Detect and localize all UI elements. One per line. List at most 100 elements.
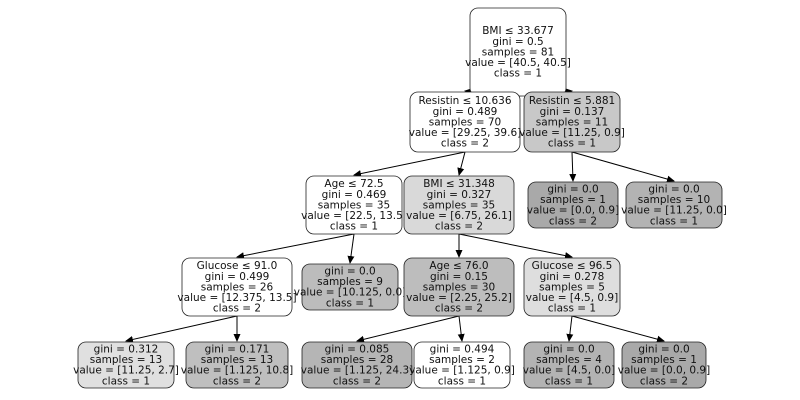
- node-line: class = 2: [640, 375, 688, 387]
- node-box: [403, 257, 515, 317]
- node-line: class = 2: [435, 221, 483, 233]
- node-box: [523, 257, 621, 317]
- node-box: [301, 341, 413, 389]
- node-line: samples = 1: [540, 194, 606, 206]
- node-line: Age ≤ 76.0: [429, 260, 488, 272]
- edge-n2-n5: [569, 151, 577, 182]
- node-line: value = [1.125, 10.8]: [181, 365, 293, 377]
- node-line: samples = 35: [318, 199, 390, 211]
- node-line: gini = 0.0: [547, 183, 598, 195]
- node-line: samples = 70: [429, 116, 501, 128]
- node-line: value = [10.125, 0.0]: [294, 287, 406, 299]
- node-line: samples = 1: [631, 354, 697, 366]
- node-line: gini = 0.494: [430, 343, 495, 355]
- node-line: gini = 0.0: [324, 265, 375, 277]
- node-line: samples = 13: [201, 354, 273, 366]
- node-line: class = 1: [545, 375, 593, 387]
- edge-n1-n4: [457, 151, 466, 176]
- edge-n1-n3: [353, 151, 466, 178]
- node-line: class = 1: [102, 375, 150, 387]
- node-line: samples = 5: [539, 281, 605, 293]
- node-line: class = 1: [548, 138, 596, 150]
- node-line: Resistin ≤ 10.636: [418, 95, 511, 107]
- node-line: class = 1: [330, 221, 378, 233]
- node-line: class = 2: [549, 215, 597, 227]
- node-box: [77, 341, 175, 389]
- node-line: samples = 30: [423, 281, 495, 293]
- node-line: samples = 9: [317, 276, 383, 288]
- node-line: gini = 0.5: [492, 36, 543, 48]
- node-line: gini = 0.489: [433, 106, 498, 118]
- node-box: [301, 263, 399, 311]
- node-line: class = 2: [333, 375, 381, 387]
- node-line: samples = 10: [638, 194, 710, 206]
- node-line: BMI ≤ 31.348: [423, 178, 495, 190]
- node-line: Resistin ≤ 5.881: [529, 95, 615, 107]
- node-line: gini = 0.499: [205, 271, 270, 283]
- node-line: value = [40.5, 40.5]: [465, 57, 571, 69]
- node-line: class = 2: [441, 138, 489, 150]
- node-line: gini = 0.085: [325, 343, 390, 355]
- node-box: [527, 181, 619, 229]
- edge-n10-n16: [571, 315, 665, 343]
- node-line: class = 1: [548, 303, 596, 315]
- node-line: gini = 0.469: [322, 189, 387, 201]
- node-line: value = [12.375, 13.5]: [177, 292, 296, 304]
- node-line: gini = 0.171: [205, 343, 270, 355]
- node-line: class = 1: [326, 297, 374, 309]
- node-line: class = 1: [650, 215, 698, 227]
- node-line: gini = 0.278: [540, 271, 605, 283]
- node-line: samples = 2: [429, 354, 495, 366]
- node-line: value = [6.75, 26.1]: [406, 210, 512, 222]
- edge-n3-n7: [236, 233, 355, 260]
- node-line: samples = 4: [536, 354, 602, 366]
- node-line: gini = 0.312: [94, 343, 159, 355]
- node-line: Glucose ≤ 91.0: [197, 260, 278, 272]
- node-line: class = 2: [435, 303, 483, 315]
- node-line: samples = 13: [90, 354, 162, 366]
- edge-n9-n14: [457, 315, 465, 342]
- edge-n10-n15: [566, 315, 574, 342]
- node-box: [413, 341, 511, 389]
- edge-n2-n6: [571, 151, 675, 183]
- node-line: value = [0.0, 0.9]: [527, 205, 619, 217]
- node-line: gini = 0.0: [648, 183, 699, 195]
- node-box: [625, 181, 723, 229]
- node-line: value = [11.25, 0.0]: [621, 205, 727, 217]
- node-line: value = [29.25, 39.6]: [409, 127, 521, 139]
- node-line: class = 2: [213, 303, 261, 315]
- node-line: value = [4.5, 0.0]: [523, 365, 615, 377]
- edge-n7-n11: [125, 315, 238, 343]
- node-line: gini = 0.327: [427, 189, 492, 201]
- node-box: [181, 257, 293, 317]
- node-line: gini = 0.0: [543, 343, 594, 355]
- node-box: [305, 175, 403, 235]
- node-box: [409, 91, 521, 153]
- node-box: [523, 91, 621, 153]
- node-line: BMI ≤ 33.677: [482, 25, 554, 37]
- node-line: Glucose ≤ 96.5: [532, 260, 613, 272]
- node-line: value = [1.125, 24.3]: [301, 365, 413, 377]
- node-line: samples = 81: [482, 46, 554, 58]
- node-line: class = 2: [213, 375, 261, 387]
- node-line: samples = 35: [423, 199, 495, 211]
- node-box: [185, 341, 289, 389]
- node-line: Age ≤ 72.5: [324, 178, 383, 190]
- edge-n4-n10: [458, 233, 573, 260]
